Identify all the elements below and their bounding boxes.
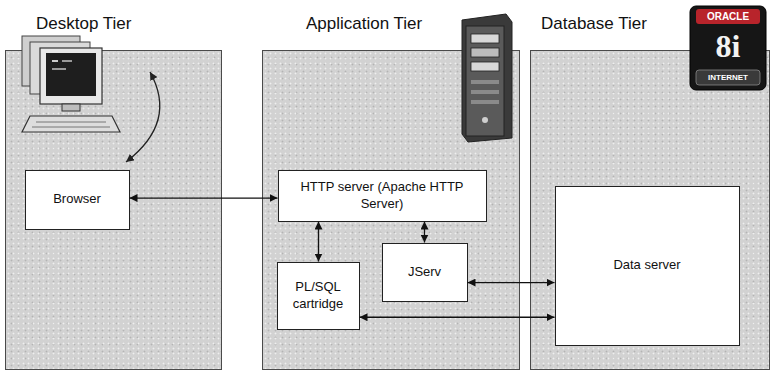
connector-arrow [468, 282, 555, 283]
box-label: Browser [53, 191, 101, 207]
tier-heading: Desktop Tier [36, 13, 131, 34]
tier-heading: Application Tier [306, 13, 422, 34]
heading-holder: Application Tier [306, 13, 422, 34]
logo-word: ORACLE [690, 12, 766, 22]
connector-arrow [318, 222, 319, 262]
box-label: Data server [613, 257, 680, 273]
servlet-box: JServ [382, 243, 468, 302]
box-label: HTTP server (Apache HTTP Server) [285, 179, 480, 212]
connector-arrow [360, 317, 555, 318]
tier-heading: Database Tier [541, 13, 647, 34]
connector-arrow [424, 222, 425, 243]
browser-box: Browser [25, 170, 130, 230]
box-label: JServ [408, 264, 441, 280]
oracle-logo [690, 6, 766, 90]
server-illustration [462, 14, 512, 142]
cartridge-box: PL/SQL cartridge [277, 262, 360, 330]
tier-panel: Database TierData server [530, 50, 770, 370]
logo-word: INTERNET [690, 74, 766, 82]
box-label: PL/SQL cartridge [284, 279, 353, 312]
logo-version: 8i [690, 30, 766, 62]
connector-arrow [130, 197, 278, 198]
server-box: HTTP server (Apache HTTP Server) [278, 170, 487, 222]
heading-holder: Desktop Tier [36, 13, 131, 34]
tier-panel: Desktop TierBrowser [5, 50, 222, 370]
database-box: Data server [555, 186, 740, 346]
heading-holder: Database Tier [541, 13, 647, 34]
